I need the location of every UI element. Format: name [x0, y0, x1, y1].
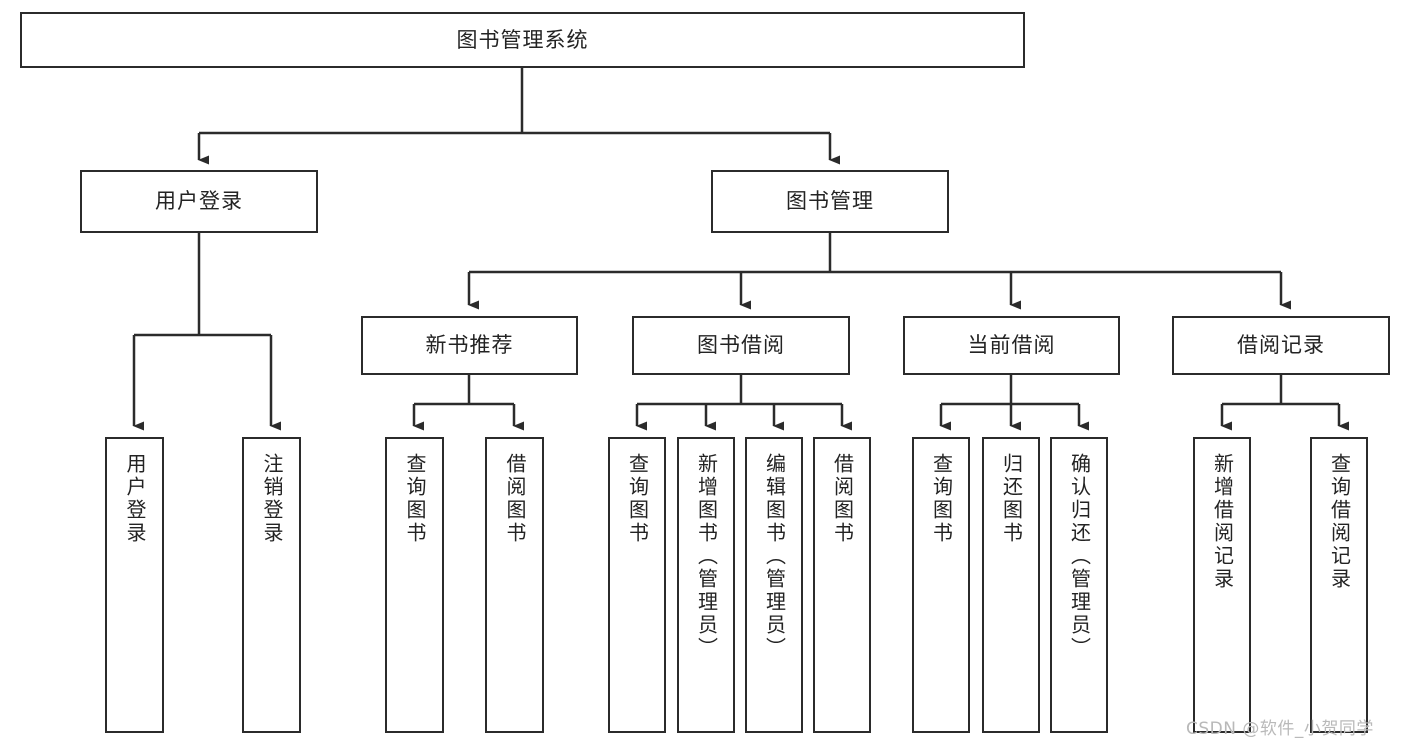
node-current-borrow-label: 当前借阅	[967, 333, 1056, 358]
node-root-label: 图书管理系统	[456, 27, 589, 52]
node-current-borrow[interactable]: 当前借阅	[903, 316, 1120, 375]
leaf-borrow-record-query[interactable]: 查询借阅记录	[1310, 437, 1368, 733]
node-book-management[interactable]: 图书管理	[711, 170, 949, 233]
leaf-label: 新增图书（管理员）	[694, 453, 719, 660]
leaf-label: 查询借阅记录	[1327, 453, 1352, 591]
node-new-book-recommend[interactable]: 新书推荐	[361, 316, 578, 375]
leaf-label: 归还图书	[999, 453, 1024, 545]
node-book-borrow[interactable]: 图书借阅	[632, 316, 850, 375]
node-new-book-recommend-label: 新书推荐	[425, 333, 514, 358]
leaf-current-borrow-confirm[interactable]: 确认归还（管理员）	[1050, 437, 1108, 733]
node-book-borrow-label: 图书借阅	[697, 333, 785, 358]
leaf-label: 查询图书	[929, 453, 954, 545]
leaf-book-borrow-query[interactable]: 查询图书	[608, 437, 666, 733]
leaf-label: 用户登录	[123, 453, 147, 545]
node-root[interactable]: 图书管理系统	[20, 12, 1025, 68]
node-user-login[interactable]: 用户登录	[80, 170, 318, 233]
leaf-label: 注销登录	[260, 453, 284, 545]
leaf-new-book-borrow[interactable]: 借阅图书	[485, 437, 544, 733]
leaf-label: 借阅图书	[830, 453, 855, 545]
leaf-book-borrow-edit[interactable]: 编辑图书（管理员）	[745, 437, 803, 733]
leaf-user-login-logout[interactable]: 注销登录	[242, 437, 301, 733]
leaf-book-borrow-borrow[interactable]: 借阅图书	[813, 437, 871, 733]
leaf-book-borrow-add[interactable]: 新增图书（管理员）	[677, 437, 735, 733]
node-user-login-label: 用户登录	[155, 189, 243, 214]
csdn-watermark: CSDN @软件_小贺同学	[1186, 719, 1374, 739]
leaf-label: 查询图书	[625, 453, 650, 545]
node-borrow-record[interactable]: 借阅记录	[1172, 316, 1390, 375]
leaf-user-login-login[interactable]: 用户登录	[105, 437, 164, 733]
node-borrow-record-label: 借阅记录	[1237, 333, 1325, 358]
leaf-label: 借阅图书	[503, 453, 527, 545]
leaf-current-borrow-return[interactable]: 归还图书	[982, 437, 1040, 733]
leaf-new-book-query[interactable]: 查询图书	[385, 437, 444, 733]
leaf-current-borrow-query[interactable]: 查询图书	[912, 437, 970, 733]
leaf-label: 编辑图书（管理员）	[762, 453, 787, 660]
leaf-borrow-record-add[interactable]: 新增借阅记录	[1193, 437, 1251, 733]
leaf-label: 查询图书	[403, 453, 427, 545]
leaf-label: 确认归还（管理员）	[1067, 453, 1092, 660]
leaf-label: 新增借阅记录	[1210, 453, 1235, 591]
node-book-management-label: 图书管理	[786, 189, 874, 214]
